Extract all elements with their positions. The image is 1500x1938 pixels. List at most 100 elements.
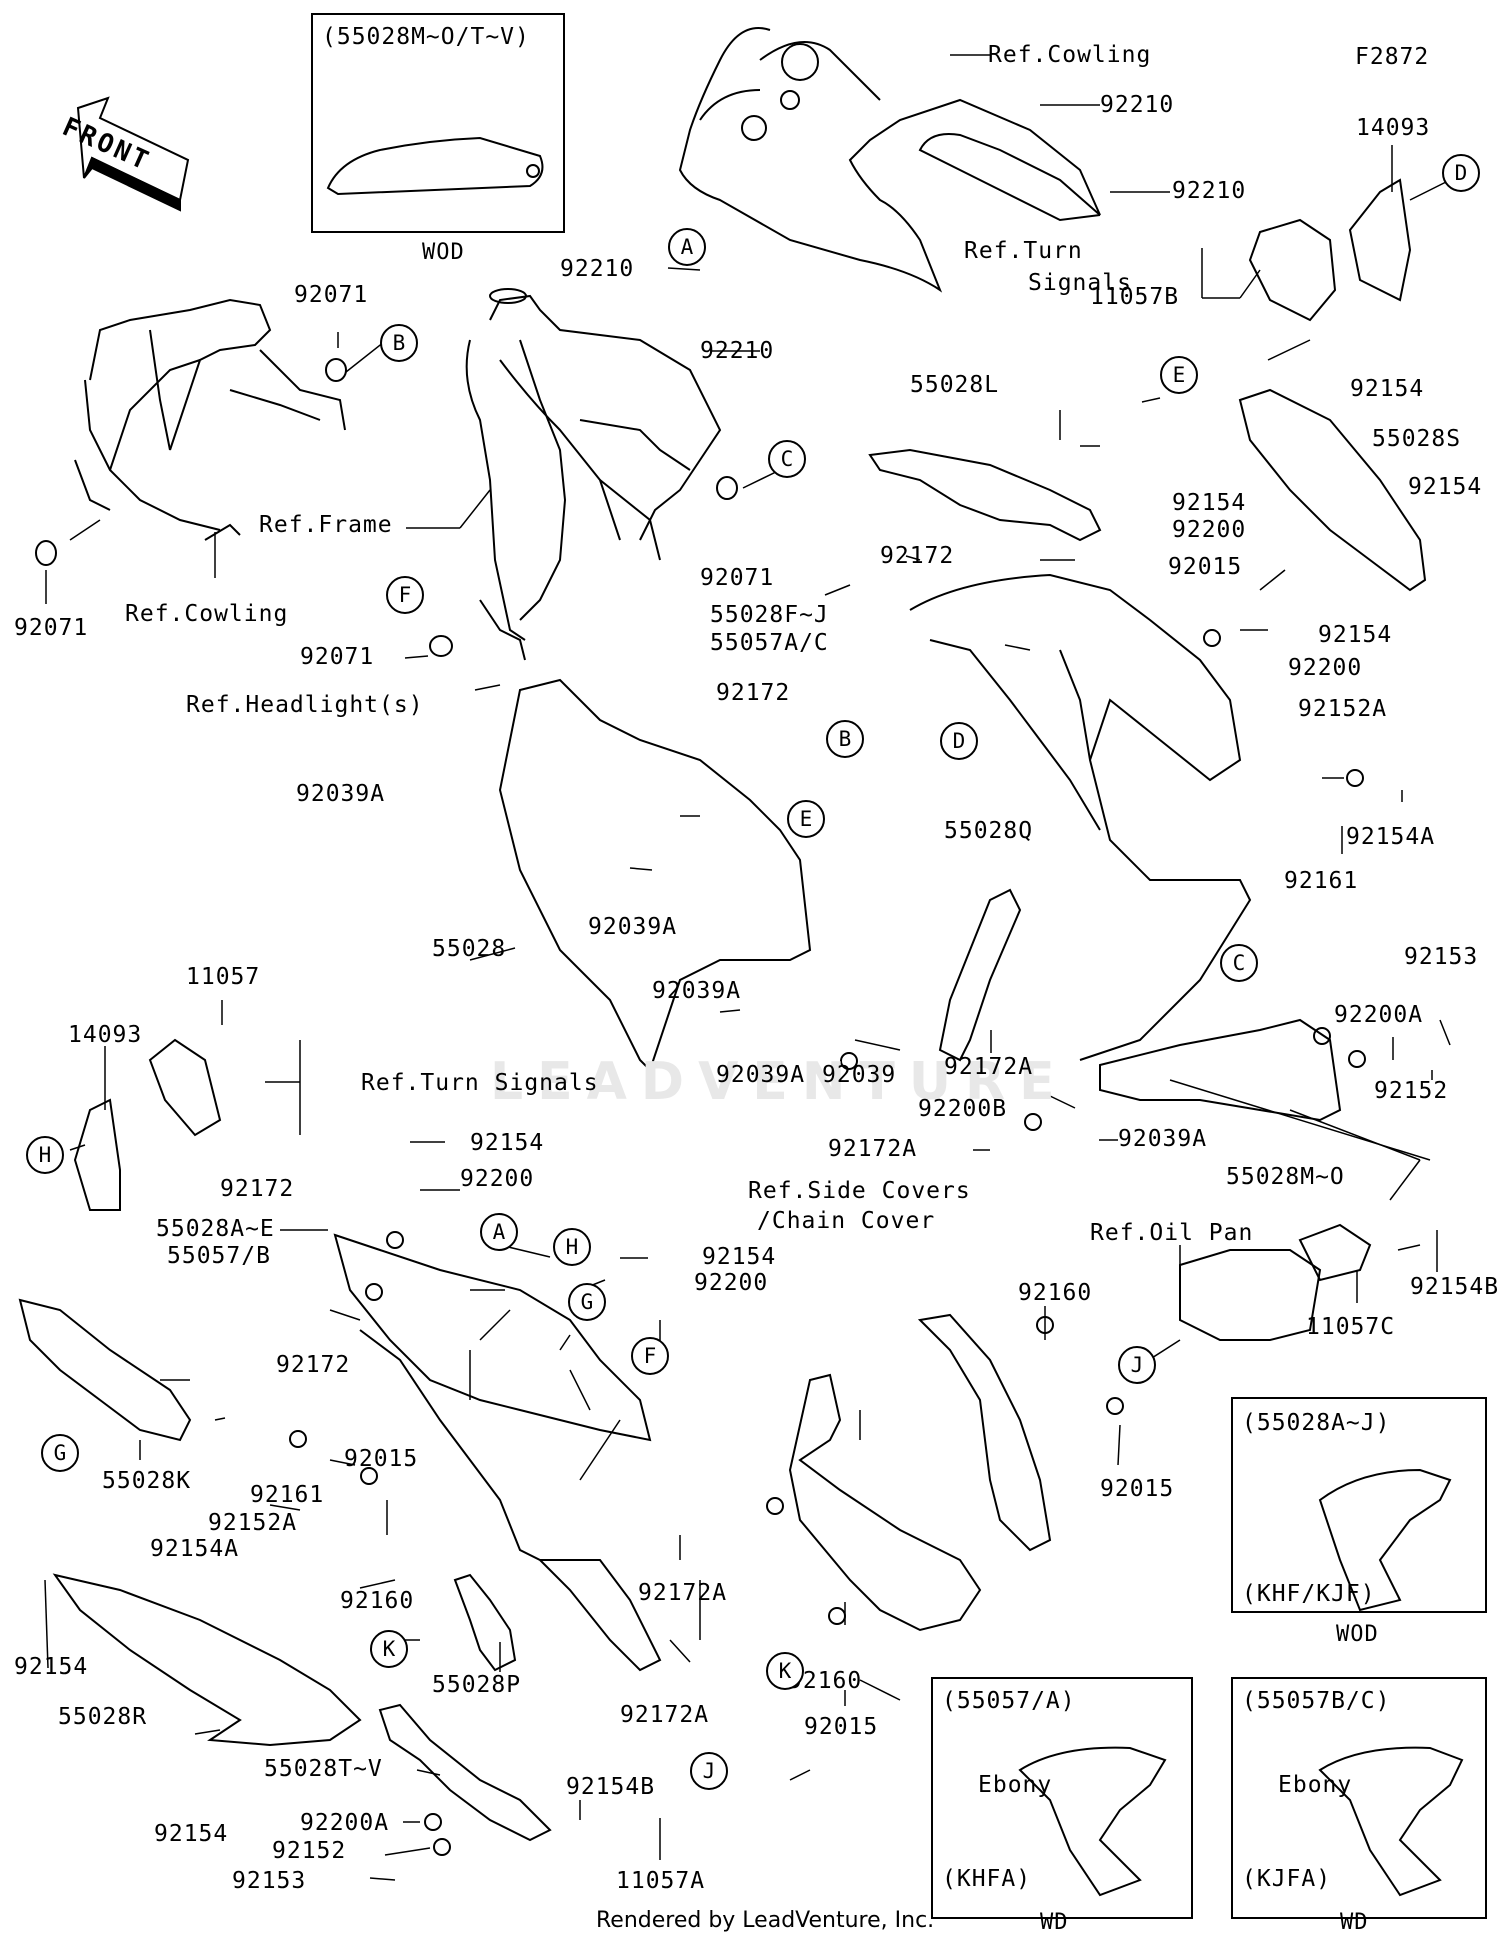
callout-c: C — [1220, 944, 1258, 982]
ref-frame: Ref.Frame — [259, 512, 393, 538]
panel-55028P-shape — [453, 1573, 517, 1672]
panel-55028A-E-shape — [333, 1233, 652, 1442]
part-label: 92172 — [276, 1352, 351, 1378]
middle-cowl-shape — [909, 573, 1252, 1061]
callout-h: H — [26, 1136, 64, 1174]
panel-55028M-O-shape — [1099, 1018, 1342, 1122]
callout-g: G — [568, 1283, 606, 1321]
part-label: 92154 — [702, 1244, 777, 1270]
ref-turn-signals-right-1: Ref.Turn — [964, 238, 1083, 264]
oil-pan-shape — [1179, 1249, 1322, 1341]
part-label: 92210 — [560, 256, 635, 282]
turn-signal-left-shape — [73, 1038, 222, 1211]
inset-top-caption: WOD — [422, 240, 465, 265]
part-label: 92160 — [1018, 1280, 1093, 1306]
callout-a: A — [668, 228, 706, 266]
callout-a: A — [480, 1213, 518, 1251]
part-label: 92154B — [1410, 1274, 1500, 1300]
inset-khf-caption: WOD — [1336, 1622, 1379, 1647]
callout-g: G — [41, 1434, 79, 1472]
part-label: 55028Q — [944, 818, 1034, 844]
part-label: 92152A — [208, 1510, 298, 1536]
part-label: 92172A — [944, 1054, 1034, 1080]
ref-side-covers-2: /Chain Cover — [757, 1208, 936, 1234]
inset-top-header: (55028M~O/T~V) — [322, 24, 530, 50]
callout-h: H — [553, 1228, 591, 1266]
part-label: 92154 — [1350, 376, 1425, 402]
part-label: 92172 — [220, 1176, 295, 1202]
part-label: 92015 — [804, 1714, 879, 1740]
turn-signal-right-shape — [1248, 178, 1412, 322]
part-label: 92154 — [14, 1654, 89, 1680]
inset-kjfa-sub: (KJFA) — [1242, 1866, 1332, 1892]
inset-khfa-callout: Ebony — [978, 1772, 1053, 1798]
part-label: 92039A — [588, 914, 678, 940]
part-label: 55028S — [1372, 426, 1462, 452]
part-label: 92200B — [918, 1096, 1008, 1122]
part-label: 92152A — [1298, 696, 1388, 722]
callout-j: J — [690, 1752, 728, 1790]
inset-top-part-shape — [326, 136, 544, 196]
inset-khfa-header: (55057/A) — [942, 1688, 1076, 1714]
part-label: 92154 — [1408, 474, 1483, 500]
callout-f: F — [386, 576, 424, 614]
ref-headlight: Ref.Headlight(s) — [186, 692, 424, 718]
watermark: LEADVENTURE — [490, 1052, 1069, 1112]
cowling-bracket-shape — [74, 298, 346, 541]
part-label: 92152 — [272, 1838, 347, 1864]
part-label: 55028 — [432, 936, 507, 962]
side-cover-right-shape — [917, 1313, 1052, 1552]
part-label: 11057C — [1306, 1314, 1396, 1340]
callout-k: K — [766, 1652, 804, 1690]
panel-55028S-shape — [1238, 388, 1427, 592]
part-label: 92172A — [638, 1580, 728, 1606]
bracket-11057C-shape — [1298, 1223, 1372, 1282]
inset-khf-part-shape — [1318, 1468, 1452, 1612]
part-label: 92039 — [822, 1062, 897, 1088]
callout-b: B — [826, 720, 864, 758]
part-label: 92160 — [340, 1588, 415, 1614]
part-label: 92210 — [1172, 178, 1247, 204]
panel-55028R-shape — [52, 1573, 362, 1747]
part-label: 55028R — [58, 1704, 148, 1730]
part-label: 92071 — [300, 644, 375, 670]
part-label: 92039A — [652, 978, 742, 1004]
inset-top-box — [311, 13, 565, 233]
ref-oil-pan: Ref.Oil Pan — [1090, 1220, 1254, 1246]
part-label: 92015 — [1100, 1476, 1175, 1502]
part-label: 92154 — [1172, 490, 1247, 516]
part-label: 92161 — [1284, 868, 1359, 894]
part-label: 92015 — [1168, 554, 1243, 580]
part-label: 92154B — [566, 1774, 656, 1800]
part-label: 55028A~E — [156, 1216, 275, 1242]
part-label: 92153 — [1404, 944, 1479, 970]
part-label: 92200A — [300, 1810, 390, 1836]
part-label: 11057B — [1090, 284, 1180, 310]
part-label: 92210 — [700, 338, 775, 364]
part-label: 92154 — [154, 1821, 229, 1847]
part-label: 92210 — [1100, 92, 1175, 118]
callout-d: D — [1442, 154, 1480, 192]
panel-55028K-shape — [18, 1298, 192, 1442]
part-label: 92154A — [1346, 824, 1436, 850]
callout-c: C — [768, 440, 806, 478]
part-label: 55057/B — [167, 1243, 271, 1269]
inset-khfa-part-shape — [1018, 1746, 1167, 1897]
callout-f: F — [631, 1337, 669, 1375]
part-label: 92154 — [470, 1130, 545, 1156]
part-label: 55028M~O — [1226, 1164, 1345, 1190]
inset-khfa-box — [931, 1677, 1193, 1919]
panel-55028Q-shape — [938, 888, 1022, 1062]
panel-55028T-V-shape — [378, 1703, 552, 1842]
side-cover-left-shape — [788, 1373, 982, 1632]
inset-kjfa-callout: Ebony — [1278, 1772, 1353, 1798]
part-label: 55028F~J — [710, 602, 829, 628]
part-label: 92172A — [620, 1702, 710, 1728]
part-label: 92172A — [828, 1136, 918, 1162]
part-label: 14093 — [68, 1022, 143, 1048]
part-label: 55057A/C — [710, 630, 829, 656]
part-label: 92071 — [700, 565, 775, 591]
inset-khf-sub: (KHF/KJF) — [1242, 1581, 1376, 1607]
part-label: 92152 — [1374, 1078, 1449, 1104]
